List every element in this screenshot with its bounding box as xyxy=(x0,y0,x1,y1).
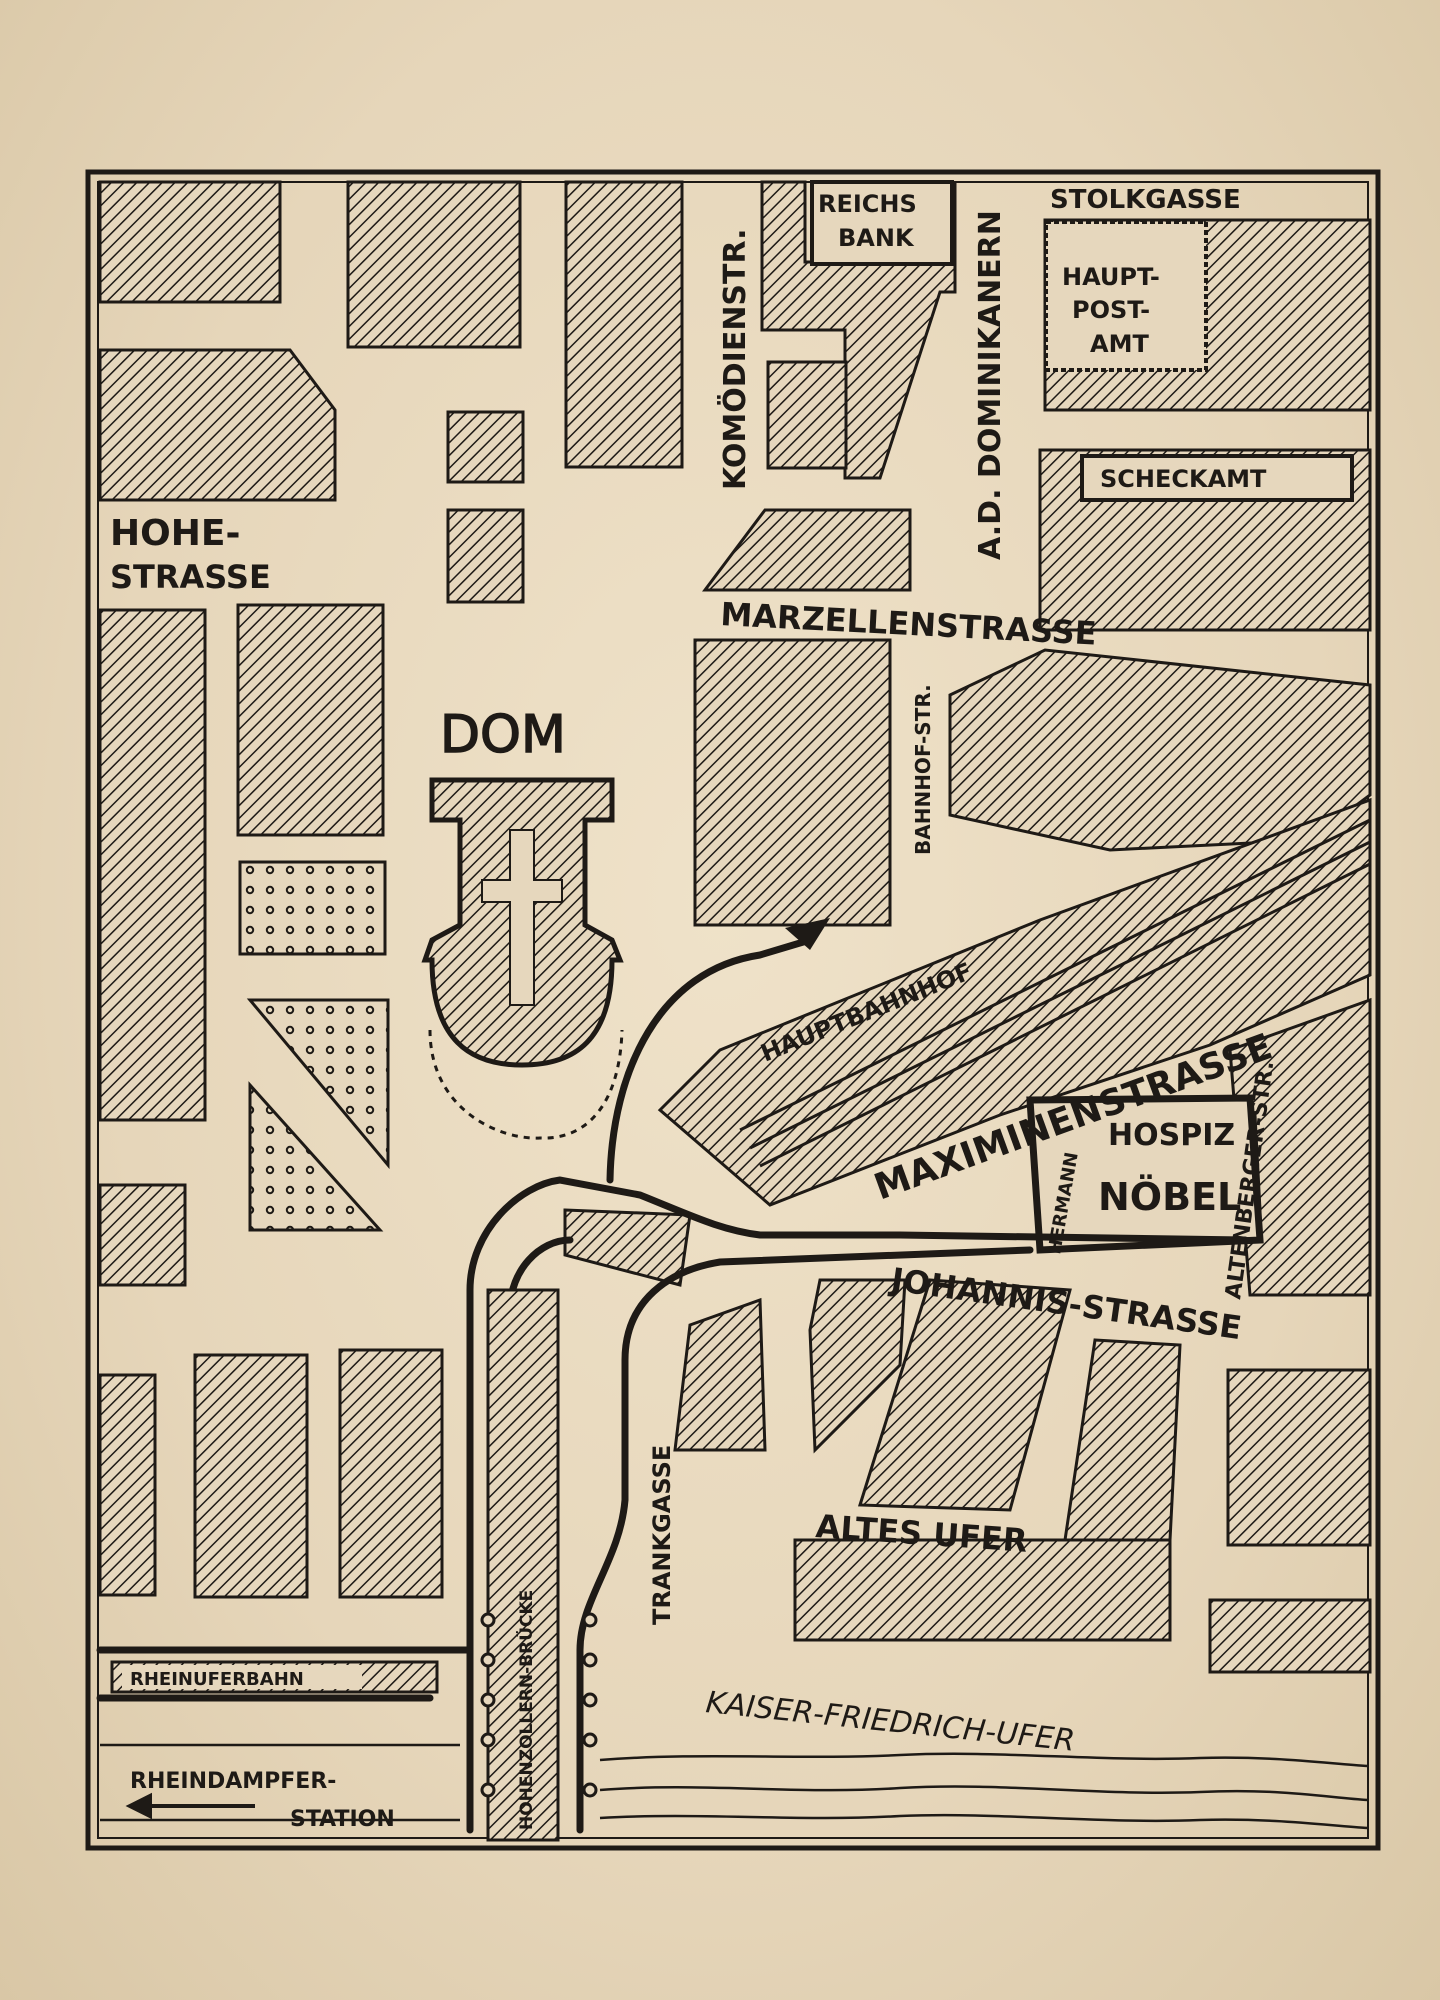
garden xyxy=(248,1081,384,1232)
block xyxy=(1208,1598,1372,1674)
label-hauptpost-1: HAUPT- xyxy=(1062,263,1160,291)
railway-tracks xyxy=(739,818,1371,1168)
label-hohenzollern: HOHENZOLLERN-BRÜCKE xyxy=(515,1590,537,1830)
tram-routes xyxy=(96,936,1249,1834)
block xyxy=(98,1373,157,1597)
bridge-deck xyxy=(486,1288,560,1842)
label-trankgasse: TRANKGASSE xyxy=(648,1445,676,1625)
label-reichsbank-2: BANK xyxy=(838,224,915,252)
block xyxy=(766,360,848,470)
label-rheinuferbahn: RHEINUFERBAHN xyxy=(130,1669,304,1690)
block xyxy=(1226,1368,1372,1547)
block xyxy=(446,410,525,484)
label-dominikanern: A.D. DOMINIKANERN xyxy=(973,210,1008,560)
rhine-river xyxy=(100,1743,1369,1830)
block xyxy=(446,508,525,604)
block xyxy=(236,603,385,837)
rheinuferbahn-label-bg xyxy=(122,1665,362,1689)
block xyxy=(98,1183,187,1287)
hauptpost-building xyxy=(1044,220,1208,372)
label-hauptpost-3: AMT xyxy=(1090,330,1149,358)
block xyxy=(98,180,282,304)
garden xyxy=(428,1029,624,1140)
label-hospiz-2: NÖBEL xyxy=(1098,1175,1241,1219)
cathedral-plan xyxy=(421,777,624,1068)
label-hauptpost-2: POST- xyxy=(1072,296,1150,324)
label-reichsbank-1: REICHS xyxy=(818,190,917,218)
hohenzollern-bridge xyxy=(480,1288,598,1842)
block xyxy=(808,1278,907,1454)
block xyxy=(193,1353,309,1599)
block xyxy=(702,508,912,592)
reichsbank-building xyxy=(810,180,954,266)
block xyxy=(673,1297,767,1452)
block xyxy=(948,648,1372,852)
scheckamt-building xyxy=(1080,454,1354,502)
block xyxy=(338,1348,444,1599)
garden-areas xyxy=(238,860,624,1232)
label-hohe-1: HOHE- xyxy=(110,513,240,554)
direction-arrow xyxy=(785,918,830,950)
label-hohe-2: STRASSE xyxy=(110,558,271,596)
block xyxy=(693,638,892,927)
block xyxy=(1063,1338,1182,1542)
block xyxy=(760,180,957,480)
label-scheckamt: SCHECKAMT xyxy=(1100,465,1267,493)
cathedral-cross xyxy=(481,829,563,1006)
hospiz-building xyxy=(1026,1094,1264,1254)
block xyxy=(98,348,337,502)
label-dom: DOM xyxy=(440,705,566,765)
block xyxy=(98,608,207,1122)
label-komoedienstr: KOMÖDIENSTR. xyxy=(716,228,753,490)
label-kaiser-friedrich: KAISER-FRIEDRICH-UFER xyxy=(704,1685,1076,1759)
label-hospiz-1: HOSPIZ xyxy=(1108,1118,1235,1153)
block xyxy=(857,1278,1072,1512)
special-buildings xyxy=(810,180,1354,1254)
label-bahnhofstr: BAHNHOF-STR. xyxy=(911,684,935,855)
garden xyxy=(246,998,390,1170)
label-rheindampfer-1: RHEINDAMPFER- xyxy=(130,1769,336,1794)
tram-route-trankgasse xyxy=(576,1246,1034,1834)
label-stolkgasse: STOLKGASSE xyxy=(1050,185,1241,215)
block xyxy=(793,1538,1172,1642)
block xyxy=(563,1208,692,1287)
tram-route-hohenzollern xyxy=(466,1176,1249,1834)
label-rheindampfer-2: STATION xyxy=(290,1807,395,1832)
bridge-pillars xyxy=(480,1612,598,1798)
tram-route-station-loop xyxy=(606,936,814,1184)
map-frame-outer xyxy=(85,169,1381,1851)
block xyxy=(564,180,684,469)
arrow-left-icon xyxy=(125,1792,255,1820)
block xyxy=(346,180,522,349)
garden xyxy=(238,860,387,956)
